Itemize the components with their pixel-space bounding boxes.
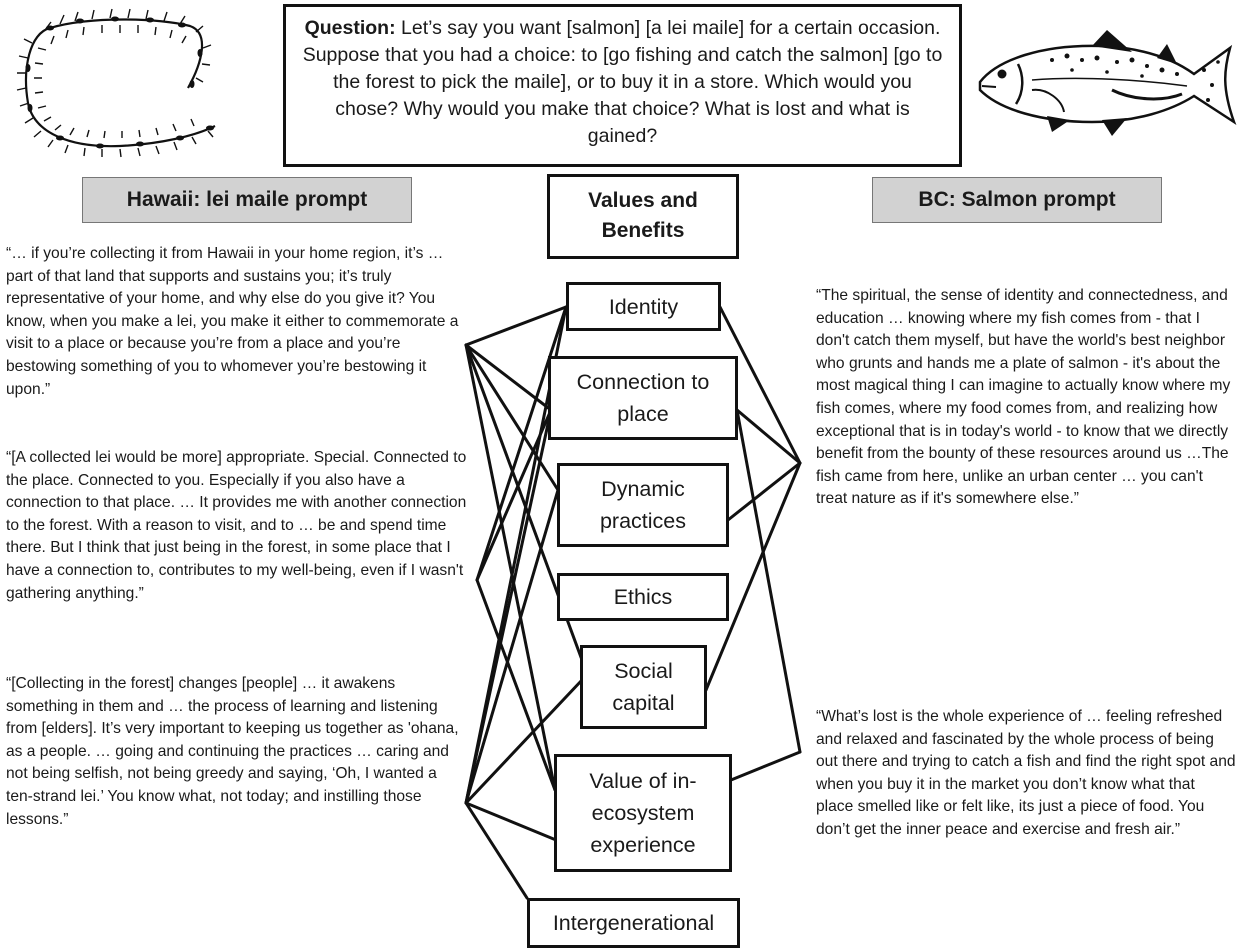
bc-quote-1: “The spiritual, the sense of identity an… xyxy=(816,287,1231,508)
node-social-capital: Social capital xyxy=(580,645,707,729)
salmon-fish-icon xyxy=(978,30,1237,136)
hawaii-quote-3: “[Collecting in the forest] changes [peo… xyxy=(6,675,459,828)
node-identity: Identity xyxy=(566,282,721,331)
node-intergenerational: Intergenerational xyxy=(527,898,740,948)
node-ethics: Ethics xyxy=(557,573,729,621)
node-connection-to-place: Connection to place xyxy=(548,356,738,440)
bc-prompt-header: BC: Salmon prompt xyxy=(872,177,1162,223)
values-benefits-header: Values and Benefits xyxy=(547,174,739,259)
question-label: Question: xyxy=(304,17,396,39)
node-dynamic-practices: Dynamic practices xyxy=(557,463,729,547)
question-box: Question: Let’s say you want [salmon] [a… xyxy=(283,4,962,167)
hawaii-quote-1: “… if you’re collecting it from Hawaii i… xyxy=(6,245,459,398)
lei-maile-garland-icon xyxy=(16,8,216,158)
hawaii-prompt-header: Hawaii: lei maile prompt xyxy=(82,177,412,223)
bc-quote-2: “What’s lost is the whole experience of … xyxy=(816,708,1236,838)
node-value-of-in-ecosystem-experience: Value of in-ecosystem experience xyxy=(554,754,732,872)
hawaii-quote-2: “[A collected lei would be more] appropr… xyxy=(6,449,467,602)
question-text: Let’s say you want [salmon] [a lei maile… xyxy=(302,17,943,147)
